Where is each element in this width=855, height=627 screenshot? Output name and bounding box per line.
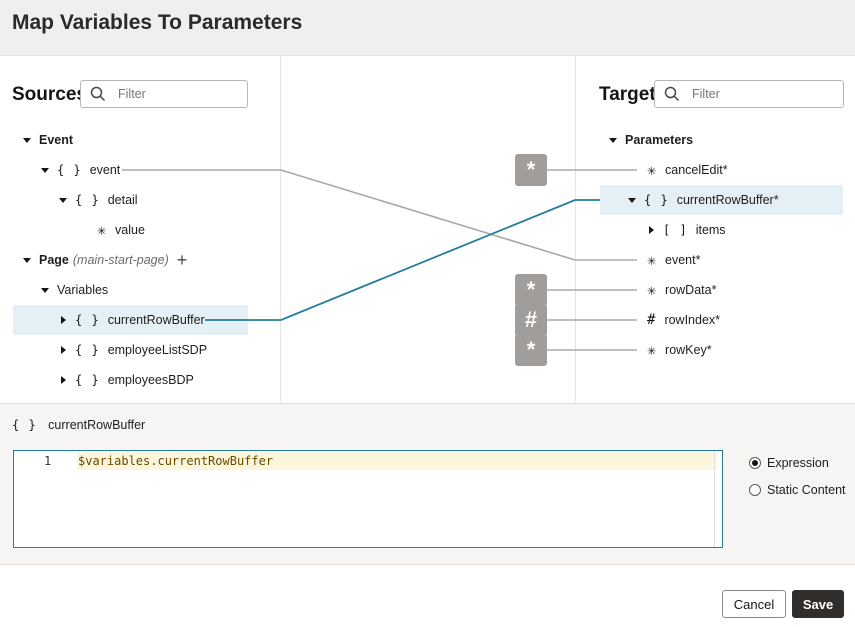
- target-filter-input[interactable]: Filter: [654, 80, 844, 108]
- target-node-rowindex[interactable]: # rowIndex*: [647, 312, 721, 328]
- caret-right-icon[interactable]: [57, 314, 69, 326]
- target-node-parameters[interactable]: Parameters: [607, 125, 693, 155]
- object-type-icon: { }: [12, 418, 37, 432]
- source-node-employeelistsdp[interactable]: { } employeeListSDP: [57, 335, 207, 365]
- dialog-title: Map Variables To Parameters: [12, 11, 303, 34]
- target-node-currentrowbuffer[interactable]: { } currentRowBuffer*: [600, 185, 843, 215]
- cancel-button[interactable]: Cancel: [722, 590, 786, 618]
- source-node-variables[interactable]: Variables: [39, 275, 108, 305]
- target-node-canceledit[interactable]: ✳ cancelEdit*: [647, 161, 728, 179]
- mapping-lines: [122, 169, 637, 351]
- filter-placeholder: Filter: [118, 87, 146, 101]
- sources-filter-input[interactable]: Filter: [80, 80, 248, 108]
- editor-ruler: [714, 451, 715, 547]
- any-type-icon: ✳: [647, 161, 658, 179]
- mapping-line-event[interactable]: [122, 169, 637, 261]
- source-node-detail[interactable]: { } detail: [57, 185, 138, 215]
- target-node-items[interactable]: [ ] items: [645, 215, 726, 245]
- caret-right-icon[interactable]: [645, 224, 657, 236]
- radio-static-content[interactable]: Static Content: [749, 483, 846, 497]
- number-type-icon: #: [647, 312, 657, 328]
- code-text[interactable]: $variables.currentRowBuffer: [78, 454, 274, 468]
- any-type-badge-icon[interactable]: *: [515, 274, 547, 306]
- object-type-icon: { }: [75, 193, 100, 207]
- source-node-employeesbdp[interactable]: { } employeesBDP: [57, 365, 194, 395]
- active-line-highlight: [77, 452, 717, 470]
- search-icon: [90, 86, 106, 107]
- any-type-icon: ✳: [97, 221, 108, 239]
- caret-down-icon[interactable]: [21, 254, 33, 266]
- column-divider-right: [575, 56, 576, 402]
- source-node-event[interactable]: { } event: [39, 155, 120, 185]
- any-type-icon: ✳: [647, 341, 658, 359]
- target-title: Target: [599, 84, 656, 105]
- filter-placeholder: Filter: [692, 87, 720, 101]
- selected-mapping-label: { } currentRowBuffer: [12, 418, 146, 432]
- save-button[interactable]: Save: [792, 590, 844, 618]
- radio-selected-icon[interactable]: [749, 457, 761, 469]
- any-type-icon: ✳: [647, 281, 658, 299]
- target-node-rowdata[interactable]: ✳ rowData*: [647, 281, 717, 299]
- source-node-value[interactable]: ✳ value: [97, 221, 145, 239]
- dialog-footer: Cancel Save: [0, 566, 855, 627]
- any-type-badge-icon[interactable]: *: [515, 334, 547, 366]
- column-divider-left: [280, 56, 281, 402]
- add-icon[interactable]: +: [176, 250, 188, 270]
- array-type-icon: [ ]: [663, 223, 688, 237]
- radio-unselected-icon[interactable]: [749, 484, 761, 496]
- expression-editor[interactable]: 1 $variables.currentRowBuffer: [13, 450, 723, 548]
- caret-down-icon[interactable]: [39, 164, 51, 176]
- any-type-badge-icon[interactable]: *: [515, 154, 547, 186]
- any-type-icon: ✳: [647, 251, 658, 269]
- object-type-icon: { }: [75, 373, 100, 387]
- caret-down-icon[interactable]: [21, 134, 33, 146]
- object-type-icon: { }: [57, 163, 82, 177]
- object-type-icon: { }: [75, 313, 100, 327]
- sources-title: Sources: [12, 84, 87, 105]
- source-node-event-group[interactable]: Event: [21, 125, 73, 155]
- caret-down-icon[interactable]: [57, 194, 69, 206]
- number-type-badge-icon[interactable]: #: [515, 304, 547, 336]
- object-type-icon: { }: [75, 343, 100, 357]
- line-number: 1: [44, 454, 52, 468]
- caret-right-icon[interactable]: [57, 374, 69, 386]
- radio-expression[interactable]: Expression: [749, 456, 829, 470]
- target-node-rowkey[interactable]: ✳ rowKey*: [647, 341, 712, 359]
- object-type-icon: { }: [644, 193, 669, 207]
- source-node-page[interactable]: Page (main-start-page) +: [21, 245, 187, 275]
- caret-down-icon[interactable]: [39, 284, 51, 296]
- dialog-header: Map Variables To Parameters: [0, 0, 855, 56]
- target-node-event[interactable]: ✳ event*: [647, 251, 701, 269]
- expression-panel: { } currentRowBuffer 1 $variables.curren…: [0, 403, 855, 565]
- caret-down-icon[interactable]: [626, 194, 638, 206]
- caret-down-icon[interactable]: [607, 134, 619, 146]
- search-icon: [664, 86, 680, 107]
- caret-right-icon[interactable]: [57, 344, 69, 356]
- mapping-line-currentrowbuffer[interactable]: [205, 199, 600, 321]
